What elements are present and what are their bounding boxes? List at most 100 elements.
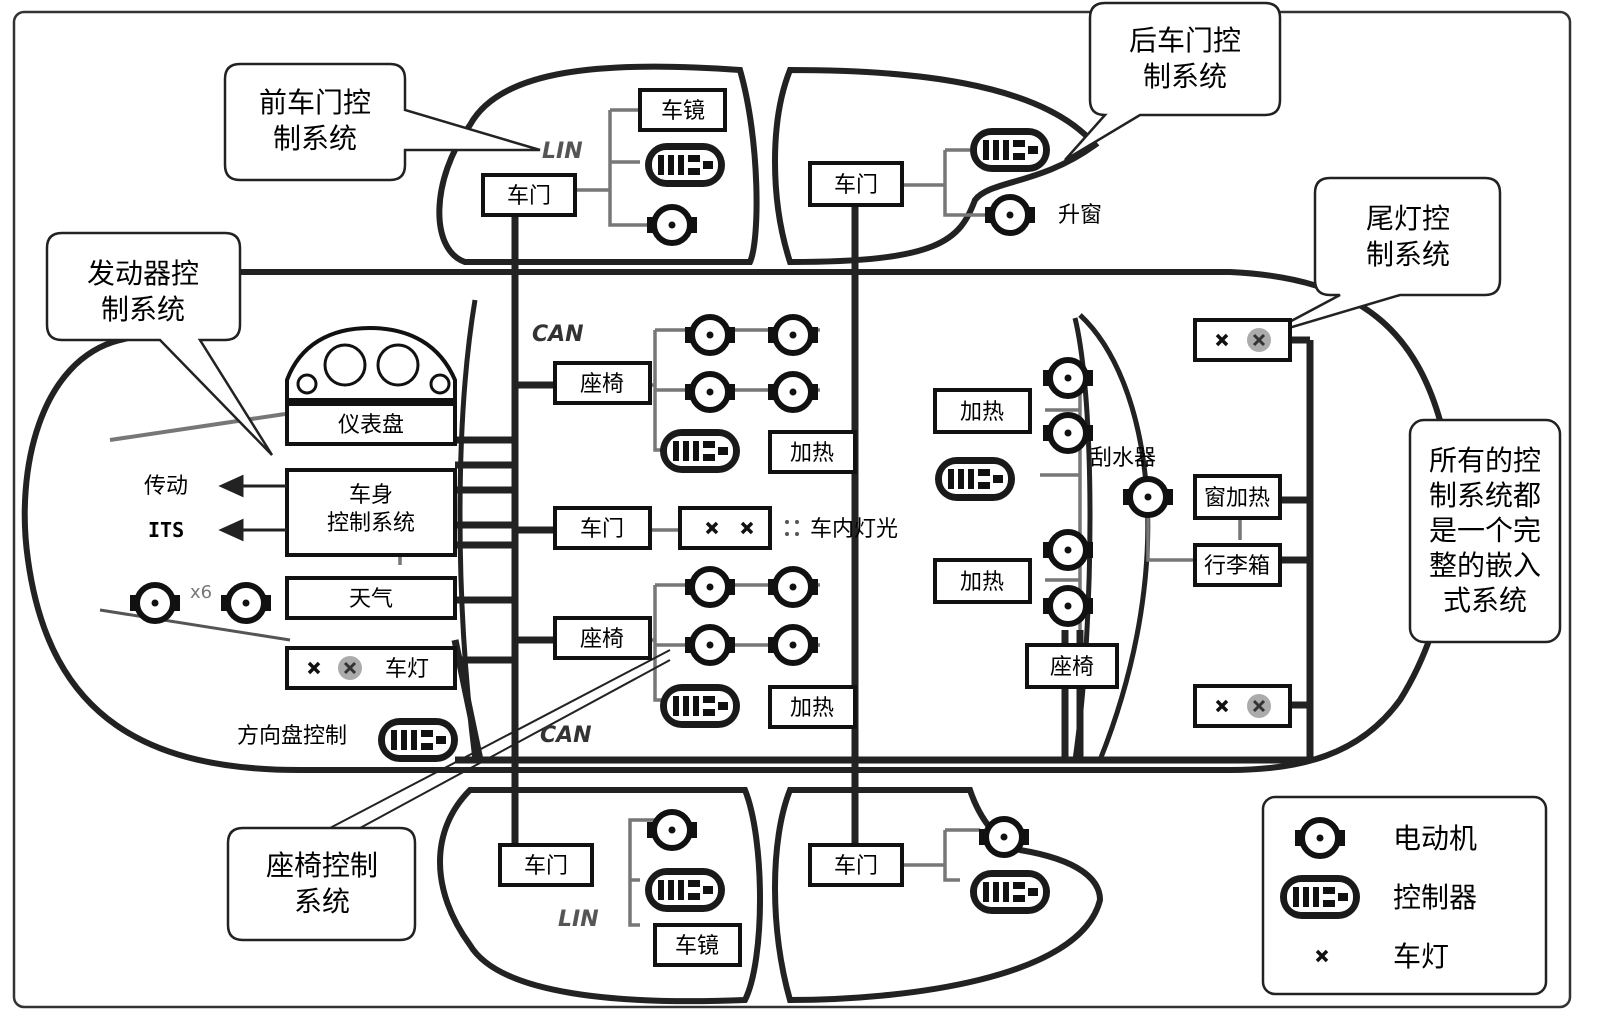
callout-embedded-line4: 整的嵌入	[1429, 549, 1541, 582]
callout-tail-light-line1: 尾灯控	[1366, 202, 1450, 235]
steering-label: 方向盘控制	[237, 724, 347, 749]
callout-rear-door-line2: 制系统	[1143, 60, 1227, 93]
front-mirror-box	[638, 88, 727, 132]
interior-light-label: 车内灯光	[810, 517, 898, 542]
steering-rod	[109, 412, 286, 442]
heating-box-upper	[768, 430, 857, 474]
trunk-label: 行李箱	[1204, 554, 1270, 579]
dot-mark	[785, 532, 789, 536]
motor-multiplier-label: x6	[190, 582, 212, 603]
output-arrows	[218, 474, 287, 542]
callout-tail-light: 尾灯控 制系统	[1264, 176, 1502, 337]
callout-embedded-line3: 是一个完	[1429, 514, 1541, 547]
callout-engine-line2: 制系统	[101, 293, 185, 326]
lin-label-front: LIN	[542, 139, 583, 164]
callout-front-door-line1: 前车门控	[259, 86, 371, 119]
callout-seat-line2: 系统	[294, 885, 350, 918]
body-control-label-line2: 控制系统	[327, 511, 415, 536]
legend-controller-label: 控制器	[1393, 881, 1477, 914]
headlight-label: 车灯	[385, 657, 429, 682]
rear-left-door-label: 车门	[834, 173, 878, 198]
tail-light-box-lower	[1193, 684, 1292, 728]
controller-icon	[935, 457, 1015, 501]
legend-controller-icon	[1280, 875, 1360, 919]
callout-embedded-line1: 所有的控	[1429, 444, 1541, 477]
lin-label-rear: LIN	[558, 907, 599, 932]
can-label-bottom: CAN	[540, 723, 592, 748]
climate-box	[285, 576, 457, 620]
heating-box-rear-lower	[933, 558, 1032, 604]
callout-seat-line1: 座椅控制	[266, 849, 378, 882]
callout-seat: 座椅控制 系统	[226, 649, 671, 942]
callout-embedded-line5: 式系统	[1443, 584, 1527, 617]
heating-label-rear-lower: 加热	[960, 570, 1004, 595]
lamp-icon	[1245, 326, 1273, 354]
front-mirror-label: 车镜	[661, 99, 705, 124]
dot-mark	[795, 532, 799, 536]
callout-embedded: 所有的控 制系统都 是一个完 整的嵌入 式系统	[1408, 418, 1562, 644]
legend-motor-label: 电动机	[1393, 822, 1477, 855]
wiper-label: 刮水器	[1090, 446, 1156, 471]
rear-right-door-label: 车门	[834, 854, 878, 879]
front-left-door-label: 车门	[507, 184, 551, 209]
legend: 电动机 控制器 车灯	[1261, 795, 1548, 996]
can-label-top: CAN	[532, 322, 584, 347]
controller-icon	[645, 143, 725, 187]
seat-label-upper: 座椅	[580, 372, 624, 397]
controller-icon	[970, 128, 1050, 172]
seat-label-rear: 座椅	[1050, 655, 1094, 680]
drive-label: 传动	[144, 474, 188, 499]
climate-label: 天气	[349, 587, 393, 612]
callout-rear-door-line1: 后车门控	[1129, 24, 1241, 57]
controller-icon	[660, 684, 740, 728]
its-label: ITS	[148, 518, 184, 542]
heating-label-upper: 加热	[790, 441, 834, 466]
dot-mark	[795, 520, 799, 524]
heating-label-lower: 加热	[790, 696, 834, 721]
body-control-box	[285, 468, 457, 557]
controller-icon	[378, 718, 458, 762]
legend-lamp-label: 车灯	[1393, 940, 1449, 973]
window-heating-box	[1193, 474, 1282, 520]
seat-box-rear	[1025, 643, 1119, 689]
door-box-middle	[553, 506, 652, 550]
heating-box-rear-upper	[933, 388, 1032, 434]
trunk-box	[1193, 543, 1282, 587]
dashboard-gauges	[285, 325, 457, 402]
controller-icon	[645, 868, 725, 912]
lamp-icon	[336, 654, 364, 682]
controller-icon	[660, 429, 740, 473]
callout-embedded-line2: 制系统都	[1429, 479, 1541, 512]
front-left-door-box	[481, 173, 577, 217]
seat-box-upper	[553, 361, 652, 405]
rear-mirror-box	[653, 923, 742, 967]
body-control-label-line1: 车身	[349, 483, 393, 508]
window-lift-label: 升窗	[1058, 203, 1102, 228]
lamp-icon	[1245, 692, 1273, 720]
callout-rear-door: 后车门控 制系统	[1064, 1, 1282, 162]
heating-label-rear-upper: 加热	[960, 400, 1004, 425]
heating-box-lower	[768, 685, 857, 729]
callout-engine: 发动器控 制系统	[45, 231, 274, 456]
tail-light-box-upper	[1193, 318, 1292, 362]
rear-right-door-box	[808, 843, 904, 887]
seat-label-lower: 座椅	[580, 627, 624, 652]
front-left-door-pod	[436, 63, 760, 265]
dot-mark	[785, 520, 789, 524]
callout-front-door: 前车门控 制系统	[223, 62, 541, 182]
front-right-door-label: 车门	[524, 854, 568, 879]
callout-engine-line1: 发动器控	[87, 257, 199, 290]
rear-mirror-label: 车镜	[675, 934, 719, 959]
front-right-door-box	[498, 843, 594, 887]
callout-front-door-line2: 制系统	[273, 122, 357, 155]
callout-tail-light-line2: 制系统	[1366, 238, 1450, 271]
rear-left-door-box	[808, 161, 904, 207]
window-heating-label: 窗加热	[1204, 486, 1270, 511]
dashboard-box	[285, 402, 457, 446]
interior-light-box	[678, 506, 772, 550]
door-label-middle: 车门	[580, 517, 624, 542]
front-right-door-pod	[437, 787, 763, 1005]
seat-box-lower	[553, 616, 652, 660]
dashboard-label: 仪表盘	[338, 413, 404, 438]
